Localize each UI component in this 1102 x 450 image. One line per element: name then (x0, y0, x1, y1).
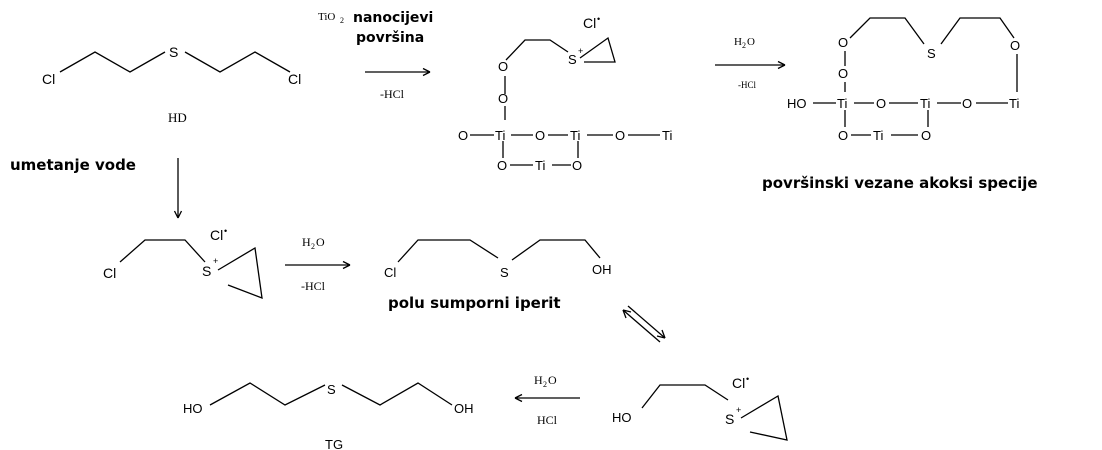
half-sulfonium: HO S + Cl • (612, 374, 788, 441)
arrow-water-insertion: umetanje vode (10, 156, 183, 219)
hd-label: HD (168, 110, 187, 125)
hd-sulfonium: Cl S + Cl • (103, 226, 263, 300)
half-sulfur: S (500, 265, 509, 280)
top-minus-hcl: -HCl (738, 80, 756, 90)
hd-sulfur: S (169, 44, 178, 60)
hd-cl-right: Cl (288, 71, 301, 87)
surf-radical: • (597, 14, 600, 24)
alk-o-right: O (1010, 38, 1020, 53)
alk-o-5: O (921, 128, 931, 143)
surf-o-5: O (572, 158, 582, 173)
sulf1-plus: + (213, 256, 218, 266)
tg-sulfur: S (327, 382, 336, 397)
sulf2-plus: + (736, 405, 741, 415)
sulf2-sulfur: S (725, 411, 734, 427)
alk-o-4: O (838, 128, 848, 143)
alk-ti-3: Ti (1009, 96, 1019, 111)
half-oh: OH (592, 262, 612, 277)
thiodiglycol: HO S OH TG (183, 382, 474, 450)
sulf2-radical: • (746, 374, 749, 384)
sulf1-cl: Cl (103, 265, 116, 281)
water-insertion-label: umetanje vode (10, 156, 136, 174)
top-h2o-o: O (747, 36, 755, 48)
sulf2-ho: HO (612, 410, 632, 425)
sulf1-sulfur: S (202, 263, 211, 279)
sulf1-radical: • (224, 226, 227, 236)
surf-ti-1: Ti (495, 128, 505, 143)
sulf1-cl-anion: Cl (210, 227, 223, 243)
alk-ti-2: Ti (920, 96, 930, 111)
tg-oh: OH (454, 401, 474, 416)
surf-o-mid: O (498, 91, 508, 106)
bot-h2o-o: O (548, 373, 557, 387)
mid-h2o-sub: 2 (311, 242, 315, 251)
alk-ti-1: Ti (837, 96, 847, 111)
top-h2o-sub: 2 (742, 41, 746, 50)
surf-cl-anion: Cl (583, 15, 596, 31)
arrow-h2o-middle: H 2 O -HCl (285, 235, 351, 293)
equilibrium-arrows (622, 305, 666, 343)
half-cl: Cl (384, 265, 396, 280)
surf-ti-2: Ti (570, 128, 580, 143)
surf-plus: + (578, 46, 583, 56)
sulf2-cl-anion: Cl (732, 375, 745, 391)
reagent-nanotubes: nanocijevi (353, 10, 433, 26)
bot-h2o-h: H (534, 373, 543, 387)
alk-o-2: O (876, 96, 886, 111)
surface-species-label: površinski vezane akoksi specije (762, 174, 1038, 192)
reagent-surface: površina (356, 30, 424, 46)
surf-o-2: O (535, 128, 545, 143)
surface-alkoxy: O S O O HO Ti O Ti O Ti O Ti O površinsk… (762, 17, 1038, 192)
reagent-tio2-sub: 2 (340, 16, 344, 25)
mid-minus-hcl: -HCl (301, 279, 326, 293)
tg-label: TG (325, 437, 343, 450)
arrow-h2o-top: H 2 O -HCl (715, 36, 786, 90)
mid-h2o-h: H (302, 235, 311, 249)
arrow-h2o-bottom: H 2 O HCl (514, 373, 580, 427)
alk-ho: HO (787, 96, 807, 111)
bot-h2o-sub: 2 (543, 380, 547, 389)
alk-sulfur: S (927, 46, 936, 61)
mid-h2o-o: O (316, 235, 325, 249)
surf-ti-3: Ti (662, 128, 672, 143)
alk-ti-4: Ti (873, 128, 883, 143)
alk-o-3: O (962, 96, 972, 111)
hd-cl-left: Cl (42, 71, 55, 87)
half-mustard: Cl S OH polu sumporni iperit (384, 239, 612, 312)
reagent-tio2: TiO (318, 11, 335, 23)
top-h2o-h: H (734, 36, 742, 48)
hd-molecule: Cl S Cl HD (42, 44, 301, 125)
bot-hcl: HCl (537, 413, 558, 427)
surf-o-3: O (615, 128, 625, 143)
surf-ti-4: Ti (535, 158, 545, 173)
half-mustard-label: polu sumporni iperit (388, 294, 561, 312)
alk-o-mid: O (838, 66, 848, 81)
surface-sulfonium: O S + Cl • O O Ti O Ti O Ti O Ti O (458, 14, 672, 173)
reagent-minus-hcl: -HCl (380, 87, 405, 101)
surf-o-left: O (458, 128, 468, 143)
surf-sulfur: S (568, 52, 577, 67)
surf-o-top: O (498, 59, 508, 74)
arrow-tio2: TiO 2 nanocijevi površina -HCl (318, 10, 433, 101)
alk-o-left: O (838, 35, 848, 50)
tg-ho: HO (183, 401, 203, 416)
surf-o-4: O (497, 158, 507, 173)
